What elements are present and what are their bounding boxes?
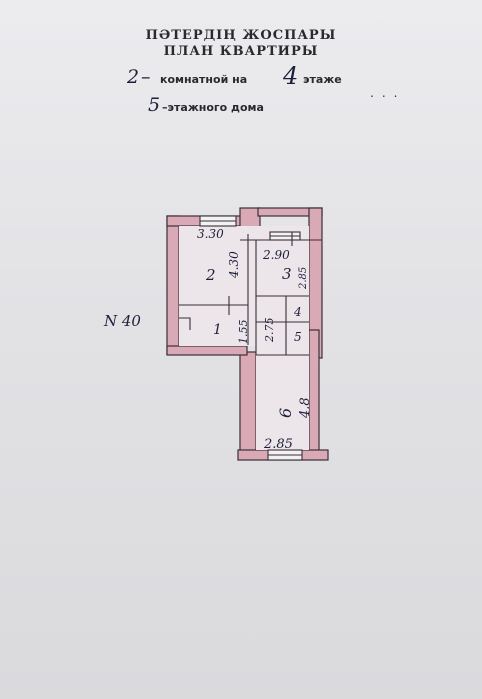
floor-number: 4 [283,62,299,90]
apartment-number: N 40 [103,312,141,330]
dim-room6-width: 2.85 [263,437,293,452]
wall-right-lower [308,329,320,457]
rooms-count: 2 [127,66,140,88]
dim-room2-length: 4.30 [227,251,241,279]
dim-room3-length: 2.85 [298,267,309,290]
dim-bath-length: 2.75 [263,318,276,344]
storeys-count: 5 [148,94,161,116]
room-6-number: 6 [276,408,295,418]
storeys-text: –этажного дома [162,101,264,114]
room-2-number: 2 [205,266,216,284]
floor-upper [179,226,309,346]
room-4-number: 4 [293,305,302,319]
rooms-dash: – [141,66,151,88]
floor-lower [256,346,309,450]
stray-dots: ... [370,86,406,100]
dim-hall-length: 1.55 [237,320,250,345]
dim-room6-length: 4.8 [298,397,313,419]
title-russian: ПЛАН КВАРТИРЫ [163,44,319,59]
dim-room2-width: 3.30 [197,227,224,241]
wall-left-lower [239,351,257,457]
dim-room3-width: 2.90 [262,248,290,262]
wall-left [166,215,180,355]
room-1-number: 1 [213,322,222,338]
room-3-number: 3 [282,265,292,283]
room-5-number: 5 [294,330,302,344]
title-kazakh: ПӘТЕРДІҢ ЖОСПАРЫ [145,28,337,43]
wall-hall-bottom [166,345,248,356]
rooms-text: комнатной на [160,73,248,86]
floor-text: этаже [303,73,342,86]
